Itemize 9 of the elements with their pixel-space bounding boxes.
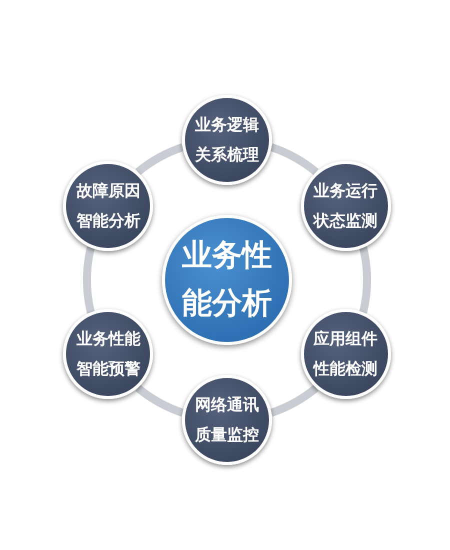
ring-connector — [136, 144, 184, 176]
ring-connector — [270, 144, 318, 176]
center-circle: 业务性能分析 — [162, 215, 292, 345]
ring-connector — [83, 246, 95, 314]
ring-connector — [136, 384, 184, 416]
ring-connector — [270, 384, 318, 416]
ring-connector — [359, 246, 371, 314]
circle-node: 网络通讯质量监控 — [182, 375, 272, 465]
circle-node: 业务逻辑关系梳理 — [182, 95, 272, 185]
